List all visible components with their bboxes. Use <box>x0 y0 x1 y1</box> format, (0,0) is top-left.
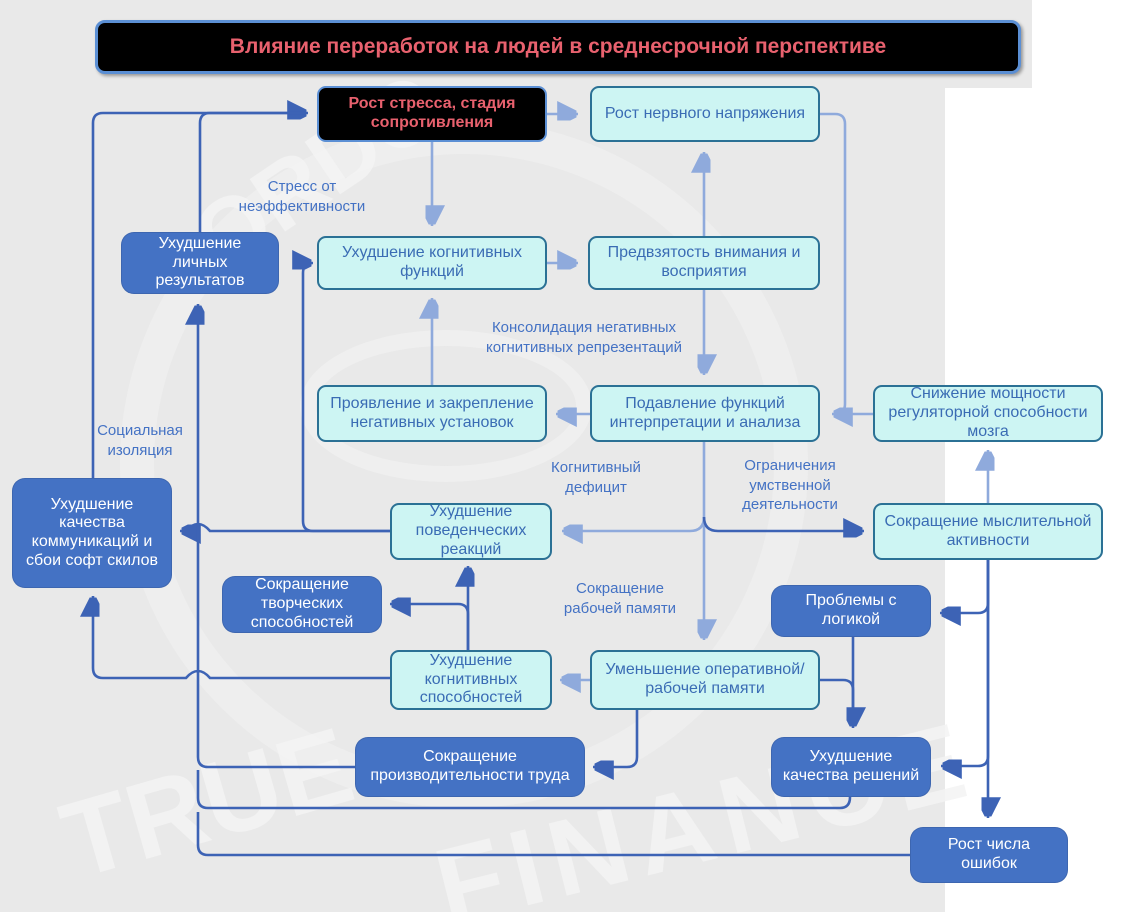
edge-label-working-memory-reduction: Сокращение рабочей памяти <box>563 580 677 617</box>
edge-podavl-to-sokrmysl <box>702 516 864 531</box>
node-brain-regulatory-capacity-decline: Снижение мощности регуляторной способнос… <box>873 385 1103 442</box>
node-cognitive-abilities-decline: Ухудшение когнитивных способностей <box>390 650 552 710</box>
node-personal-results-decline: Ухудшение личных результатов <box>121 232 279 294</box>
node-errors-growth: Рост числа ошибок <box>910 827 1068 883</box>
edge-podavl-to-povedench <box>562 516 706 531</box>
edge-umensh-to-resheniy <box>820 678 855 715</box>
node-logic-problems: Проблемы с логикой <box>771 585 931 637</box>
edge-oshibki-to-lichn <box>196 812 910 857</box>
edge-nerv-to-podavl <box>820 112 847 416</box>
edge-sokrmysl-to-resheniy <box>941 560 990 766</box>
node-negative-attitudes: Проявление и закрепление негативных уста… <box>317 385 547 442</box>
edge-povedench-to-comms <box>180 522 390 531</box>
edge-label-stress-from-inefficiency: Стресс от неэффективности <box>238 178 366 215</box>
background-white-strip <box>945 88 1126 912</box>
edge-umensh-to-proizv <box>593 710 639 767</box>
node-nervous-tension-growth: Рост нервного напряжения <box>590 86 820 142</box>
diagram-title: Влияние переработок на людей в среднесро… <box>95 20 1021 74</box>
node-creative-abilities-reduction: Сокращение творческих способностей <box>222 576 382 633</box>
node-attention-perception-bias: Предвзятость внимания и восприятия <box>588 236 820 290</box>
node-mental-activity-reduction: Сокращение мыслительной активности <box>873 503 1103 560</box>
edge-label-negative-representations-consolidation: Консолидация негативных когнитивных репр… <box>485 319 683 356</box>
edge-proizv-to-lichn <box>198 304 355 769</box>
edge-resheniy-to-lichn <box>196 770 852 810</box>
node-communication-quality-decline: Ухудшение качества коммуникаций и сбои с… <box>12 478 172 588</box>
edge-kogspos-to-tvorch <box>390 604 470 650</box>
node-decision-quality-decline: Ухудшение качества решений <box>771 737 931 797</box>
node-cognitive-functions-decline: Ухудшение когнитивных функций <box>317 236 547 290</box>
node-interpretation-analysis-suppression: Подавление функций интерпретации и анали… <box>590 385 820 442</box>
edge-comms-to-stress <box>91 111 305 478</box>
edge-kogspos-to-comms <box>93 596 390 680</box>
edge-label-mental-activity-limits: Ограничения умственной деятельности <box>742 457 838 513</box>
edge-sokrmysl-to-logika <box>940 560 990 613</box>
background-white-corner <box>1032 0 1126 88</box>
node-working-memory-decrease: Уменьшение оперативной/рабочей памяти <box>590 650 820 710</box>
edge-label-cognitive-deficit: Когнитивный дефицит <box>551 459 641 496</box>
node-behavioral-reactions-decline: Ухудшение поведенческих реакций <box>390 503 552 560</box>
node-stress-growth: Рост стресса, стадия сопротивления <box>317 86 547 142</box>
edge-label-social-isolation: Социальная изоляция <box>97 422 183 459</box>
node-labor-productivity-reduction: Сокращение производительности труда <box>355 737 585 797</box>
